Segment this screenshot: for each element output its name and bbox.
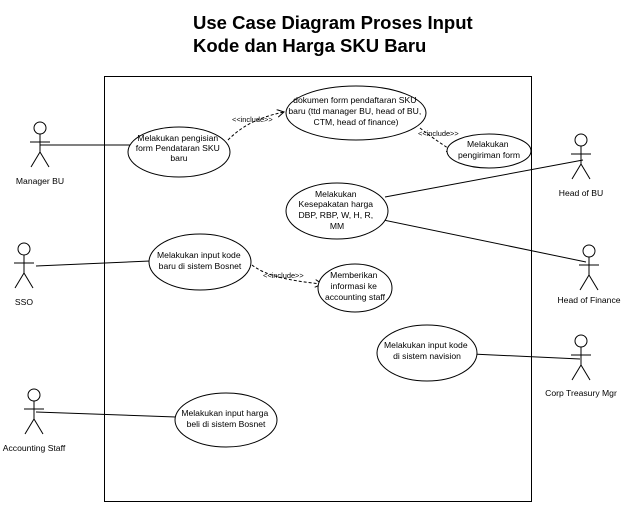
uc4-line-1: Melakukan [315, 189, 357, 199]
actor-accounting-staff: Accounting Staff [3, 388, 66, 453]
actor-label-manager-bu: Manager BU [16, 176, 64, 186]
include-arrow-1 [227, 112, 284, 141]
uc7-line-1: Melakukan input kode [384, 340, 468, 350]
actor-label-head-of-finance: Head of Finance [557, 295, 620, 305]
use-case-pengiriman-form: Melakukan pengiriman form [446, 133, 532, 169]
use-case-input-harga-beli: Melakukan input harga beli di sistem Bos… [174, 392, 278, 448]
uc3-line-2: pengiriman form [458, 150, 520, 160]
actor-label-head-of-bu: Head of BU [559, 188, 603, 198]
assoc-uc7-corp-treasury [471, 353, 581, 360]
uc5-line-2: baru di sistem Bosnet [159, 261, 242, 271]
uc4-line-4: MM [330, 221, 344, 231]
uc1-line-1: Melakukan pengisian [137, 133, 218, 143]
use-case-input-navision: Melakukan input kode di sistem navision [376, 324, 478, 382]
actor-sso: SSO [14, 242, 34, 307]
svg-text:Melakukan input kode bar: Melakukan input kode baru di sistem Bosn… [157, 250, 243, 271]
svg-text:Melakukan pengisian form: Melakukan pengisian form Pendataran SKU … [136, 133, 222, 163]
stick-figure-icon [14, 242, 34, 289]
uc1-line-3: baru [170, 153, 187, 163]
assoc-uc4-head-of-bu [384, 159, 584, 198]
use-case-input-kode-bosnet: Melakukan input kode baru di sistem Bosn… [148, 233, 252, 291]
actor-manager-bu: Manager BU [16, 121, 64, 186]
svg-text:Melakukan pengiriman for: Melakukan pengiriman form [458, 139, 520, 160]
uc5-line-1: Melakukan input kode [157, 250, 241, 260]
use-case-form-pengisian: Melakukan pengisian form Pendataran SKU … [127, 126, 231, 178]
uc4-line-2: Kesepakatan harga [299, 199, 374, 209]
uc7-line-2: di sistem navision [393, 351, 461, 361]
assoc-accounting-uc8 [35, 411, 177, 418]
actor-label-sso: SSO [15, 297, 33, 307]
svg-text:Melakukan input kode di: Melakukan input kode di sistem navision [384, 340, 470, 361]
actor-corp-treasury-mgr: Corp Treasury Mgr [545, 334, 617, 398]
assoc-uc4-head-of-finance [373, 217, 587, 263]
uc6-line-2: informasi ke [331, 281, 378, 291]
uc4-line-3: DBP, RBP, W, H, R, [298, 210, 373, 220]
system-boundary [104, 76, 532, 502]
svg-text:Melakukan input harga be: Melakukan input harga beli di sistem Bos… [181, 408, 270, 429]
association-lines [35, 144, 587, 418]
svg-text:dokumen form pendaftaran SKU: dokumen form pendaftaran SKU baru (ttd m… [288, 95, 423, 127]
use-case-dokumen-form: dokumen form pendaftaran SKU baru (ttd m… [285, 85, 427, 141]
stick-figure-icon [24, 388, 44, 435]
actor-label-accounting-staff: Accounting Staff [3, 443, 66, 453]
uc8-line-2: beli di sistem Bosnet [187, 419, 266, 429]
actor-head-of-finance: Head of Finance [557, 244, 621, 305]
include-label-2: <<include>> [418, 129, 459, 138]
stick-figure-icon [571, 334, 591, 381]
stick-figure-icon [579, 244, 599, 291]
use-case-kesepakatan-harga: Melakukan Kesepakatan harga DBP, RBP, W,… [285, 182, 389, 240]
uc1-line-2: form Pendataran SKU [136, 143, 220, 153]
uc2-line-3: CTM, head of finance) [313, 117, 398, 127]
actor-head-of-bu: Head of BU [559, 133, 603, 198]
svg-text:Melakukan Kesepakatan ha: Melakukan Kesepakatan harga DBP, RBP, W,… [298, 189, 375, 231]
svg-text:Memberikan informasi ke: Memberikan informasi ke accounting staff [325, 270, 386, 302]
uc8-line-1: Melakukan input harga [181, 408, 268, 418]
include-label-1: <<include>> [232, 115, 273, 124]
uc6-line-3: accounting staff [325, 292, 386, 302]
uc2-line-2: baru (ttd manager BU, head of BU, [288, 106, 421, 116]
stick-figure-icon [571, 133, 591, 180]
include-label-3: <<include>> [263, 271, 304, 280]
include-arrow-3 [247, 261, 322, 284]
uc2-line-1: dokumen form pendaftaran SKU [293, 95, 416, 105]
uc3-line-1: Melakukan [467, 139, 509, 149]
uc6-line-1: Memberikan [330, 270, 378, 280]
diagram-title-line-2: Kode dan Harga SKU Baru [193, 35, 426, 56]
stick-figure-icon [30, 121, 50, 168]
use-case-informasi-accounting: Memberikan informasi ke accounting staff [317, 263, 393, 313]
assoc-sso-uc5 [35, 260, 151, 267]
diagram-title-line-1: Use Case Diagram Proses Input [193, 12, 473, 33]
actor-label-corp-treasury-mgr: Corp Treasury Mgr [545, 388, 617, 398]
